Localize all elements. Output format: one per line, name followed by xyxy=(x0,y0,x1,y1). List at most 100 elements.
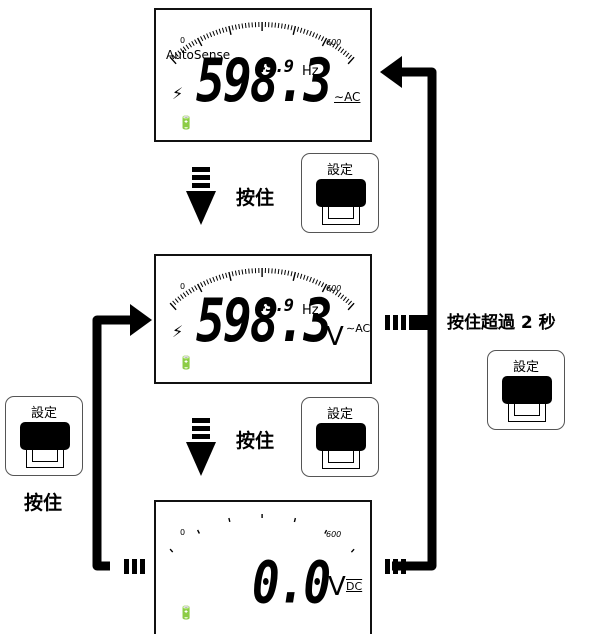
scale-tick xyxy=(192,41,195,45)
scale-tick xyxy=(219,275,221,280)
scale-tick xyxy=(226,27,227,32)
scale-min-label: 0 xyxy=(180,36,185,45)
scale-tick xyxy=(245,23,246,28)
scale-tick xyxy=(239,24,240,29)
scale-tick xyxy=(207,280,209,285)
high-voltage-icon: ⚡ xyxy=(172,84,183,103)
scale-tick xyxy=(346,53,349,57)
scale-tick xyxy=(239,270,240,275)
setup-button-label: 設定 xyxy=(488,356,564,375)
setup-button-left[interactable]: 設定 xyxy=(5,396,83,476)
scale-tick xyxy=(275,23,276,28)
scale-tick xyxy=(222,274,223,279)
scale-tick xyxy=(210,278,212,283)
scale-tick xyxy=(245,269,246,274)
scale-tick xyxy=(232,271,233,276)
scale-tick xyxy=(282,270,283,275)
scale-tick xyxy=(229,272,231,281)
scale-tick xyxy=(285,270,286,275)
scale-tick xyxy=(288,25,289,30)
scale-tick xyxy=(204,281,206,286)
main-reading: 0.0 xyxy=(252,549,329,617)
scale-tick xyxy=(346,299,349,303)
scale-tick xyxy=(235,25,236,30)
down-arrow-1 xyxy=(186,167,216,225)
scale-tick xyxy=(297,273,298,278)
loop-arrow-left xyxy=(97,304,152,574)
scale-tick xyxy=(207,34,209,39)
scale-tick xyxy=(351,549,354,552)
scale-tick xyxy=(291,271,292,276)
scale-tick xyxy=(278,23,279,28)
down-arrow-2 xyxy=(186,418,216,476)
scale-tick xyxy=(192,287,195,291)
scale-tick xyxy=(249,269,250,274)
scale-tick xyxy=(291,25,292,30)
scale-tick xyxy=(348,55,351,59)
scale-tick xyxy=(183,293,186,297)
scale-tick xyxy=(275,269,276,274)
lcd-screen-autosense: 0 600 AutoSense 49.9 Hz ⚡ 🔋 598.3 ∼AC xyxy=(154,8,372,142)
lcd-screen-vdc: 0 600 🔋 0.0 V DC xyxy=(154,500,372,634)
main-reading: 598.3 xyxy=(196,46,331,116)
lcd-screen-vac: 0 600 49.9 Hz ⚡ 🔋 598.3 V ∼AC xyxy=(154,254,372,384)
scale-tick xyxy=(216,276,218,281)
setup-button-1[interactable]: 設定 xyxy=(301,153,379,233)
scale-tick xyxy=(178,297,181,301)
scale-tick xyxy=(216,30,218,35)
battery-icon: 🔋 xyxy=(178,606,194,621)
button-icon xyxy=(316,179,366,207)
setup-button-label: 設定 xyxy=(6,402,82,421)
scale-tick xyxy=(338,293,341,297)
scale-tick xyxy=(293,272,295,281)
scale-tick xyxy=(229,518,230,522)
ac-label: AC xyxy=(355,322,370,335)
scale-tick xyxy=(210,32,212,37)
scale-tick xyxy=(226,273,227,278)
scale-tick xyxy=(173,301,176,305)
scale-tick xyxy=(319,281,321,286)
scale-tick xyxy=(294,518,295,522)
setup-button-2[interactable]: 設定 xyxy=(301,397,379,477)
button-icon xyxy=(20,422,70,450)
scale-tick xyxy=(282,24,283,29)
volt-unit: V xyxy=(328,572,346,602)
scale-tick xyxy=(219,29,221,34)
scale-max-label: 600 xyxy=(326,530,341,539)
scale-tick xyxy=(304,275,306,280)
scale-tick xyxy=(307,276,309,281)
setup-button-right[interactable]: 設定 xyxy=(487,350,565,430)
scale-tick xyxy=(300,28,301,33)
scale-tick xyxy=(293,26,295,35)
scale-tick xyxy=(213,31,215,36)
scale-tick xyxy=(195,40,197,44)
main-reading: 598.3 xyxy=(196,286,331,356)
setup-button-label: 設定 xyxy=(302,159,378,178)
scale-tick xyxy=(170,549,173,552)
scale-tick xyxy=(316,280,318,285)
volt-unit: V xyxy=(326,322,344,352)
hold-label-2: 按住 xyxy=(236,426,274,453)
button-icon xyxy=(316,423,366,451)
scale-tick xyxy=(310,31,312,36)
high-voltage-icon: ⚡ xyxy=(172,322,183,341)
scale-tick xyxy=(229,26,231,35)
scale-tick xyxy=(313,278,315,283)
scale-tick xyxy=(310,277,312,282)
ac-indicator: ∼AC xyxy=(346,322,370,335)
scale-tick xyxy=(278,269,279,274)
hold-label-1: 按住 xyxy=(236,183,274,210)
scale-tick xyxy=(313,32,315,37)
scale-tick xyxy=(338,47,341,51)
scale-tick xyxy=(201,36,203,41)
setup-button-label: 設定 xyxy=(302,403,378,422)
scale-min-label: 0 xyxy=(180,282,185,291)
button-icon xyxy=(502,376,552,404)
scale-tick xyxy=(343,297,346,301)
scale-tick xyxy=(300,274,301,279)
scale-tick xyxy=(285,24,286,29)
scale-tick xyxy=(186,291,189,295)
scale-tick xyxy=(222,28,223,33)
dc-indicator: DC xyxy=(346,580,362,593)
battery-icon: 🔋 xyxy=(178,116,194,131)
